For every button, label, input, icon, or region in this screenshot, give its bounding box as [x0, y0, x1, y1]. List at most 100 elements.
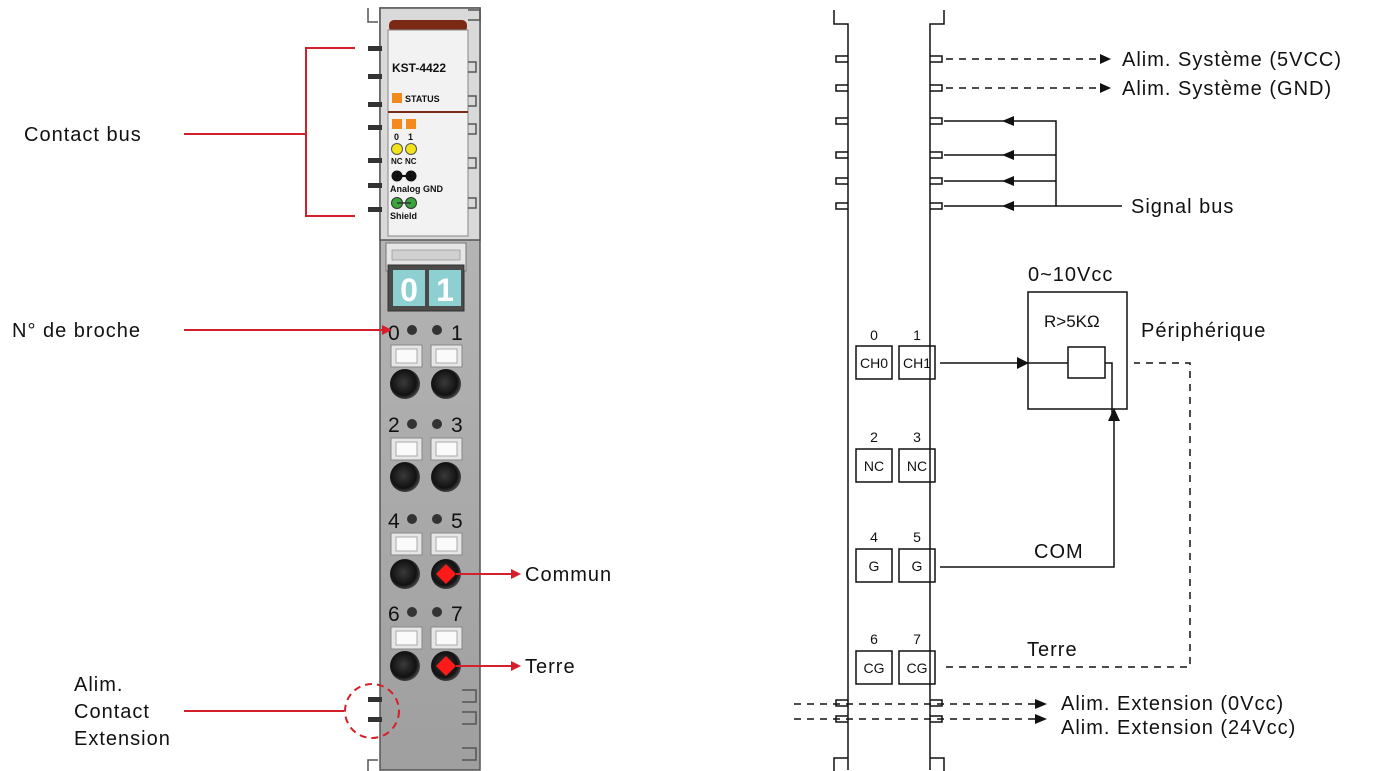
contact-bus-label: Contact bus: [24, 124, 142, 146]
display-digit-box-0: [393, 270, 425, 306]
terminal-row-6-7: 6 7: [388, 603, 463, 681]
alim-label-line3: Extension: [74, 728, 171, 750]
terminal-num-0: 0: [870, 327, 878, 343]
module-bottom-left-hook: [367, 759, 378, 771]
status-led: [392, 93, 402, 103]
pin-number-3: 3: [451, 414, 463, 437]
module-brown-strip: [389, 20, 467, 32]
terminal-box-ch0: [855, 345, 893, 380]
terminal-label-5: G: [912, 558, 923, 574]
led-number-1: 1: [408, 132, 413, 142]
nc-label-0: NC: [391, 157, 403, 166]
terminal-box-cg7: [898, 650, 936, 685]
terminal-row-4-5: 4 5: [388, 510, 463, 589]
terminal-box-ch1: [898, 345, 936, 380]
shield-label: Shield: [390, 211, 417, 221]
pin-number-1: 1: [451, 322, 463, 345]
signal-bus-label: Signal bus: [1131, 196, 1234, 218]
alim-5vcc-label: Alim. Système (5VCC): [1122, 49, 1342, 71]
com-label: COM: [1034, 541, 1084, 563]
display-digit-1: 1: [436, 272, 454, 308]
terminal-label-1: CH1: [903, 355, 931, 371]
nc-label-1: NC: [405, 157, 417, 166]
pin-number-4: 4: [388, 510, 400, 533]
pin-number-label: N° de broche: [12, 320, 141, 342]
terminal-row-2-3: 2 3: [388, 414, 463, 492]
alim-contact-circle: [344, 683, 400, 739]
terminal-label-3: NC: [907, 458, 927, 474]
alim-label-line2: Contact: [74, 701, 150, 723]
display-digit-box-1: [429, 270, 461, 306]
resistor-symbol: [1067, 346, 1106, 379]
display-digit-0: 0: [400, 272, 418, 308]
alim-ext-0-label: Alim. Extension (0Vcc): [1061, 693, 1284, 715]
analog-gnd-label: Analog GND: [390, 184, 443, 194]
channel-led-1: [406, 119, 416, 129]
terminal-hole-0: [390, 369, 420, 399]
terminal-box-nc2: [855, 448, 893, 483]
terminal-num-7: 7: [913, 631, 921, 647]
module-top-left-hook: [367, 8, 378, 23]
alim-gnd-label: Alim. Système (GND): [1122, 78, 1332, 100]
right-schematic: [794, 10, 1191, 771]
commun-label: Commun: [525, 564, 612, 586]
module-right-notches: [462, 9, 481, 761]
pin-number-6: 6: [388, 603, 400, 626]
terminal-row-0-1: 0 1: [388, 322, 463, 399]
terminal-hole-2: [390, 462, 420, 492]
com-wire: [940, 420, 1115, 568]
left-module: KST-4422 STATUS 0 1 NC NC Analog GND Shi…: [367, 7, 481, 771]
left-callouts: Contact bus N° de broche Commun Terre Al…: [12, 47, 612, 750]
terminal-num-2: 2: [870, 429, 878, 445]
terminal-label-7: CG: [907, 660, 928, 676]
schematic-arrowheads: [1002, 54, 1120, 724]
nc-led-1: [405, 143, 417, 155]
terminal-box-g5: [898, 548, 936, 583]
status-label: STATUS: [405, 94, 440, 104]
terminal-box-g4: [855, 548, 893, 583]
terminal-num-3: 3: [913, 429, 921, 445]
terminal-num-5: 5: [913, 529, 921, 545]
terminal-hole-1: [431, 369, 461, 399]
resistor-label: R>5KΩ: [1044, 312, 1100, 331]
terre-right-label: Terre: [1027, 639, 1078, 661]
terminal-label-4: G: [869, 558, 880, 574]
module-model: KST-4422: [392, 61, 446, 75]
peripheral-box: [1027, 291, 1128, 410]
range-label: 0~10Vcc: [1028, 264, 1113, 286]
terminal-label-6: CG: [864, 660, 885, 676]
pin-number-7: 7: [451, 603, 463, 626]
led-number-0: 0: [394, 132, 399, 142]
pin-number-0: 0: [388, 322, 400, 345]
terminal-texts: 0 1 CH0 CH1 2 3 NC NC 4 5 G G 6 7 CG CG: [860, 327, 931, 676]
terminal-num-1: 1: [913, 327, 921, 343]
pin-number-5: 5: [451, 510, 463, 533]
commun-marker: [436, 564, 456, 584]
terminal-label-2: NC: [864, 458, 884, 474]
signal-bus-fanout: [1010, 120, 1122, 207]
nc-led-0: [391, 143, 403, 155]
channel-led-0: [392, 119, 402, 129]
peripherique-label: Périphérique: [1141, 320, 1266, 342]
terre-label: Terre: [525, 656, 576, 678]
terre-dashed-wire: [946, 362, 1191, 668]
pin-number-arrowhead: [382, 325, 392, 335]
terminal-box-nc3: [898, 448, 936, 483]
terminal-hole-4: [390, 559, 420, 589]
terminal-hole-3: [431, 462, 461, 492]
terminal-num-4: 4: [870, 529, 878, 545]
terre-marker: [436, 656, 456, 676]
pin-number-2: 2: [388, 414, 400, 437]
right-labels: Alim. Système (5VCC) Alim. Système (GND)…: [1027, 49, 1342, 739]
alim-ext-24-label: Alim. Extension (24Vcc): [1061, 717, 1296, 739]
terminal-label-0: CH0: [860, 355, 888, 371]
terminal-num-6: 6: [870, 631, 878, 647]
terminal-box-cg6: [855, 650, 893, 685]
terminal-hole-6: [390, 651, 420, 681]
schematic-module-left-edge: [833, 10, 849, 770]
contact-bus-bracket: [184, 47, 355, 217]
alim-label-line1: Alim.: [74, 674, 123, 696]
schematic-module-right-edge: [929, 10, 945, 770]
contact-bus-pins: [368, 46, 382, 722]
